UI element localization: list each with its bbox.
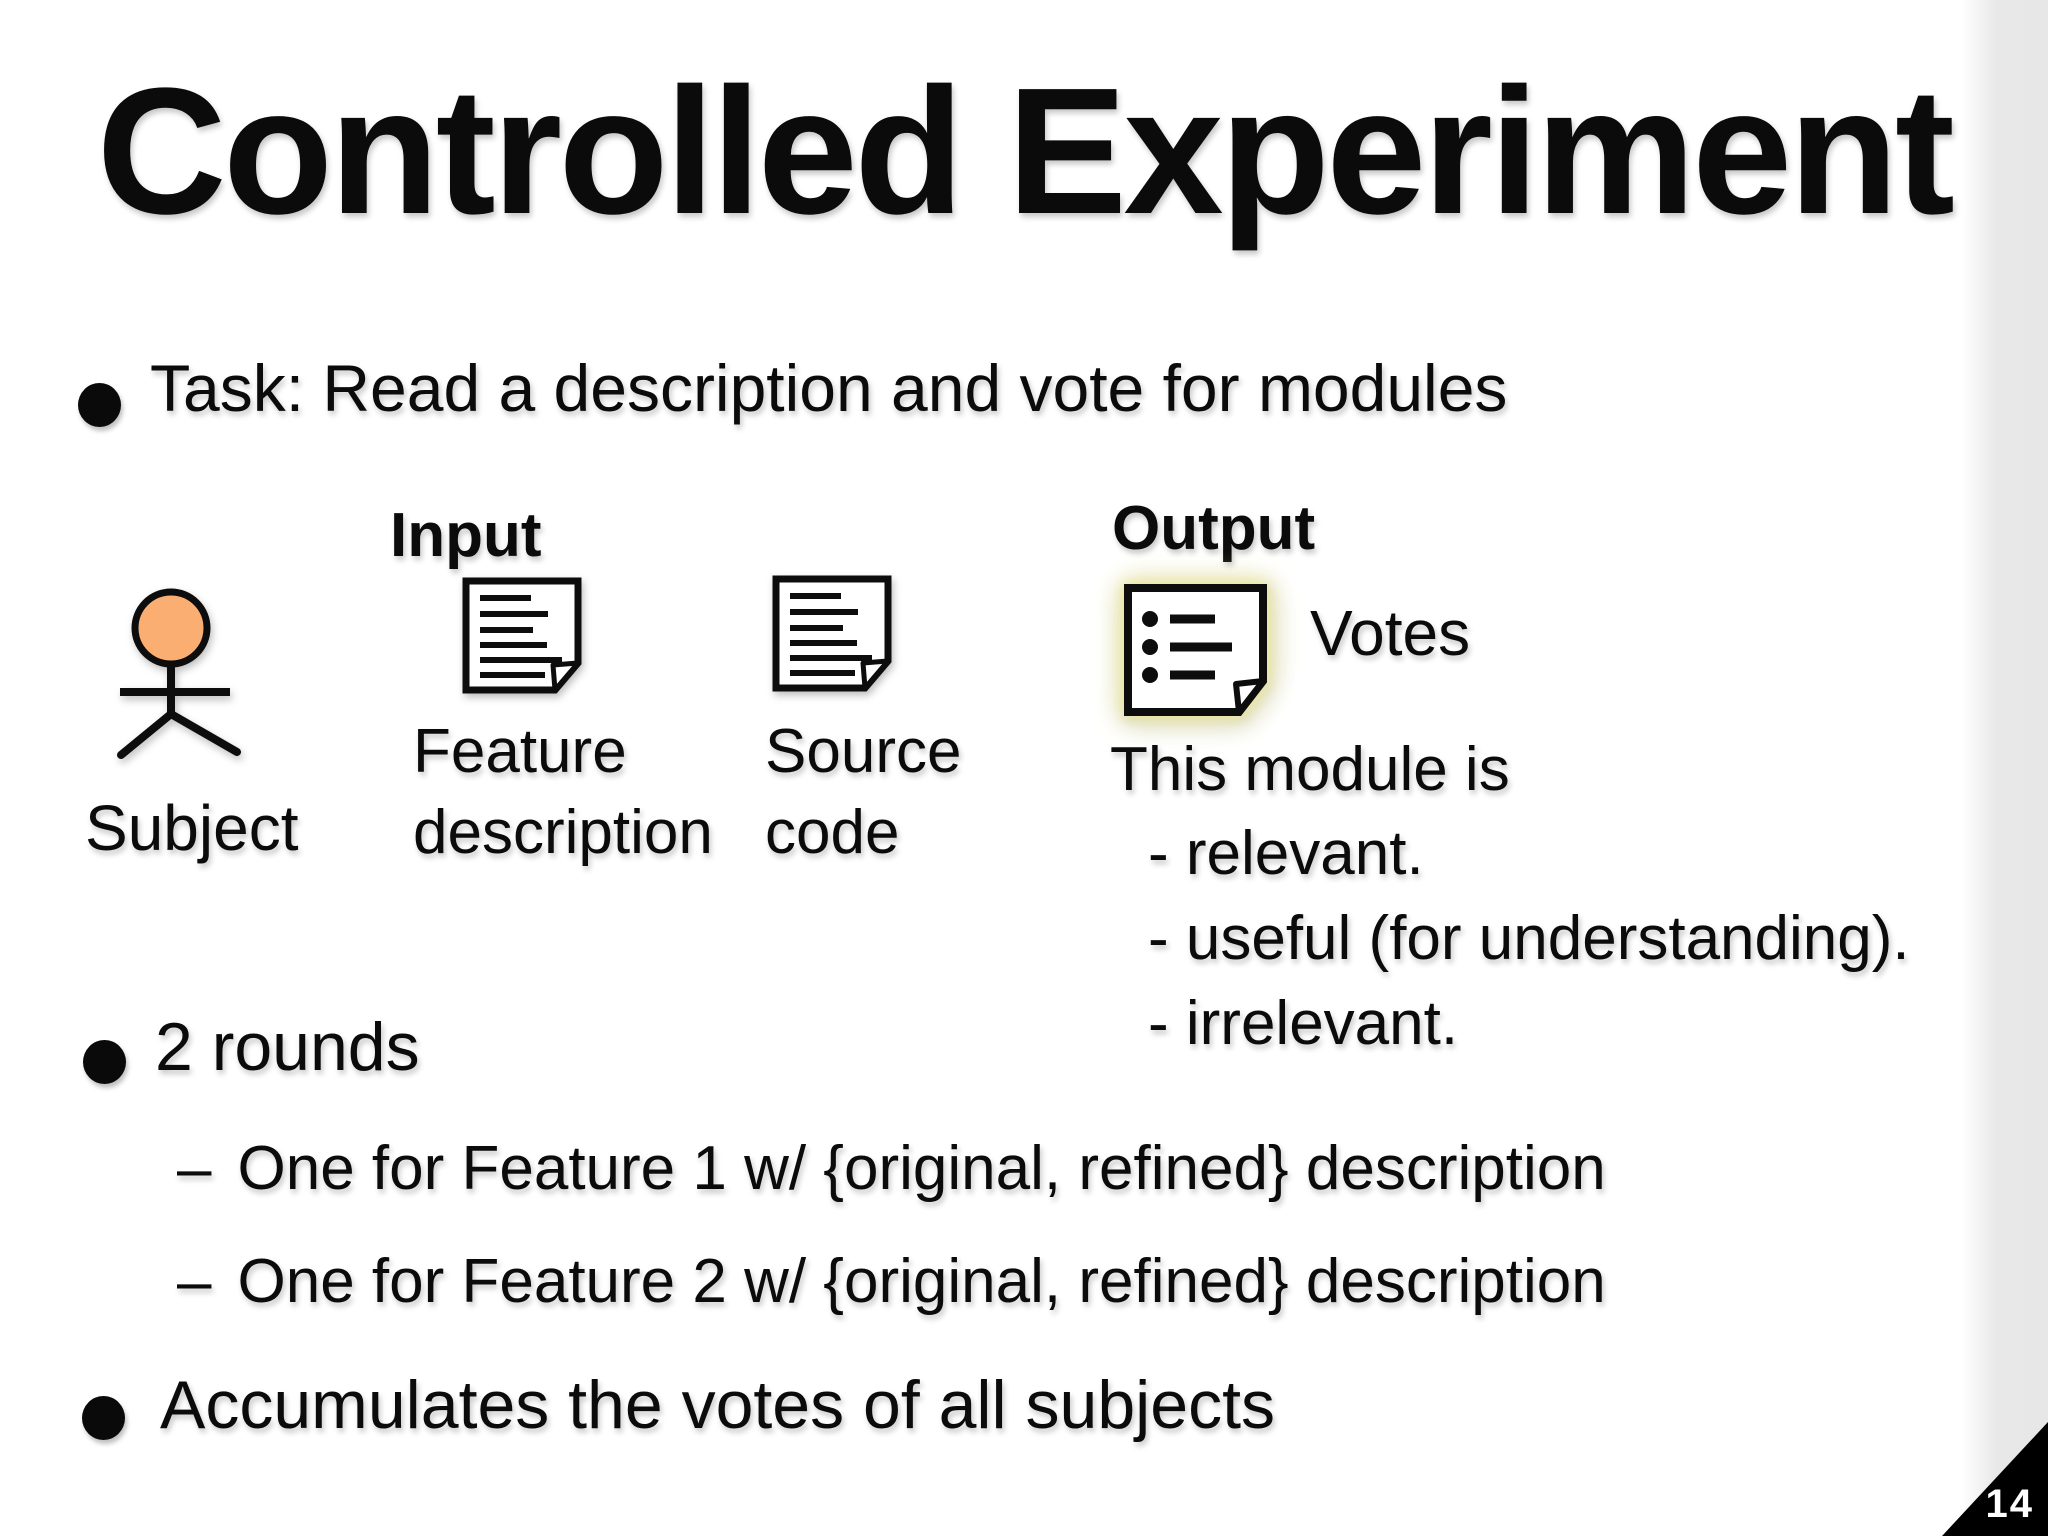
sub-bullet-round-2: – One for Feature 2 w/ {original, refine… — [177, 1247, 1606, 1316]
subject-label: Subject — [85, 792, 299, 864]
module-intro-text: This module is — [1110, 735, 1510, 804]
input-section-label: Input — [390, 501, 542, 570]
source-code-label: Source code — [765, 717, 962, 867]
votes-label: Votes — [1310, 597, 1471, 669]
stick-figure-actor-icon — [117, 588, 241, 759]
bullet-dot-icon — [78, 383, 121, 427]
votes-list-document-icon — [1124, 584, 1267, 716]
feature-description-label: Feature description — [413, 717, 713, 867]
bullet-dot-icon — [83, 1040, 126, 1084]
page-number: 14 — [1985, 1482, 2034, 1526]
bullet-task: Task: Read a description and vote for mo… — [150, 351, 1508, 425]
sub-bullet-text: One for Feature 2 w/ {original, refined}… — [237, 1247, 1606, 1316]
bullet-dot-icon — [82, 1396, 125, 1440]
bullet-rounds: 2 rounds — [155, 1009, 420, 1085]
sub-bullet-round-1: – One for Feature 1 w/ {original, refine… — [177, 1134, 1606, 1203]
module-option-irrelevant: - irrelevant. — [1148, 989, 1459, 1058]
dash-marker: – — [177, 1134, 212, 1203]
slide-title: Controlled Experiment — [96, 51, 1955, 252]
module-option-relevant: - relevant. — [1148, 819, 1424, 888]
dash-marker: – — [177, 1247, 212, 1316]
sub-bullet-text: One for Feature 1 w/ {original, refined}… — [237, 1134, 1606, 1203]
bullet-accumulate: Accumulates the votes of all subjects — [160, 1367, 1275, 1443]
feature-description-document-icon — [462, 577, 582, 694]
module-option-useful: - useful (for understanding). — [1148, 904, 1910, 973]
output-section-label: Output — [1112, 494, 1316, 563]
source-code-document-icon — [772, 575, 892, 692]
